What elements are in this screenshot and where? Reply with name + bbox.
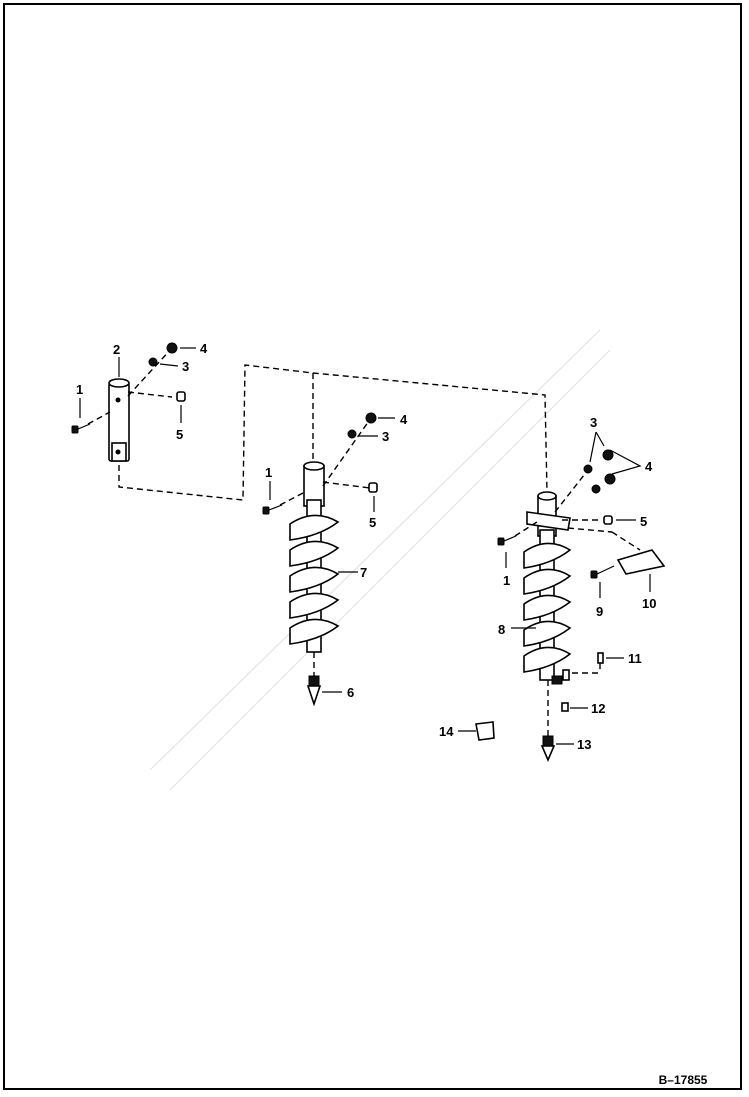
washer-icon <box>148 357 158 367</box>
shaft-bolt-hole-lower <box>115 449 121 455</box>
lock-nut-icon <box>604 473 616 485</box>
bolt-icon <box>262 504 283 515</box>
bushing-icon <box>176 391 186 402</box>
callout-8: 8 <box>498 622 505 637</box>
callout-1: 1 <box>503 573 510 588</box>
auger-flighting <box>523 542 572 673</box>
auger-flighting <box>289 514 340 645</box>
pin-icon <box>597 652 604 664</box>
extension-shaft-assembly: 2 1 4 3 5 <box>71 341 208 462</box>
diagram-frame <box>3 3 742 1090</box>
callout-5: 5 <box>640 514 647 529</box>
shaft-bolt-hole <box>115 397 121 403</box>
auger-assembly-right: 3 4 5 1 9 10 8 11 12 13 14 <box>439 415 666 763</box>
auger-tip-icon <box>540 735 556 763</box>
callout-4: 4 <box>200 341 208 356</box>
lock-nut-icon <box>365 412 377 424</box>
callout-12: 12 <box>591 701 605 716</box>
washer-icon <box>583 464 593 474</box>
bushing-icon <box>368 482 378 493</box>
washer-icon <box>591 484 601 494</box>
auger-tip-icon <box>306 675 322 707</box>
callout-4: 4 <box>400 412 408 427</box>
callout-7: 7 <box>360 565 367 580</box>
callout-3: 3 <box>382 429 389 444</box>
callout-10: 10 <box>642 596 656 611</box>
callout-4: 4 <box>645 459 653 474</box>
lock-nut-icon <box>166 342 178 354</box>
extension-shaft-top <box>108 378 130 388</box>
drawing-number: B–17855 <box>659 1073 708 1087</box>
callout-6: 6 <box>347 685 354 700</box>
callout-9: 9 <box>596 604 603 619</box>
callout-5: 5 <box>369 515 376 530</box>
assembly-connection-lines <box>118 364 548 501</box>
pin-icon <box>561 702 569 712</box>
callout-3: 3 <box>590 415 597 430</box>
bolt-icon <box>497 535 517 546</box>
washer-icon <box>347 429 357 439</box>
replacement-tooth-icon <box>475 721 495 741</box>
callout-3: 3 <box>182 359 189 374</box>
bolt-icon <box>71 423 91 434</box>
watermark <box>149 329 611 791</box>
callout-2: 2 <box>113 342 120 357</box>
callout-1: 1 <box>265 465 272 480</box>
callout-14: 14 <box>439 724 454 739</box>
auger-tooth-icon <box>611 531 666 575</box>
bushing-icon <box>603 515 613 525</box>
bolt-icon <box>590 565 615 579</box>
callout-13: 13 <box>577 737 591 752</box>
auger-assembly-middle: 1 4 3 5 7 6 <box>262 412 408 707</box>
tooth-bracket <box>526 511 571 531</box>
lock-nut-icon <box>602 449 614 461</box>
callout-1: 1 <box>76 382 83 397</box>
callout-11: 11 <box>628 651 642 666</box>
callout-5: 5 <box>176 427 183 442</box>
